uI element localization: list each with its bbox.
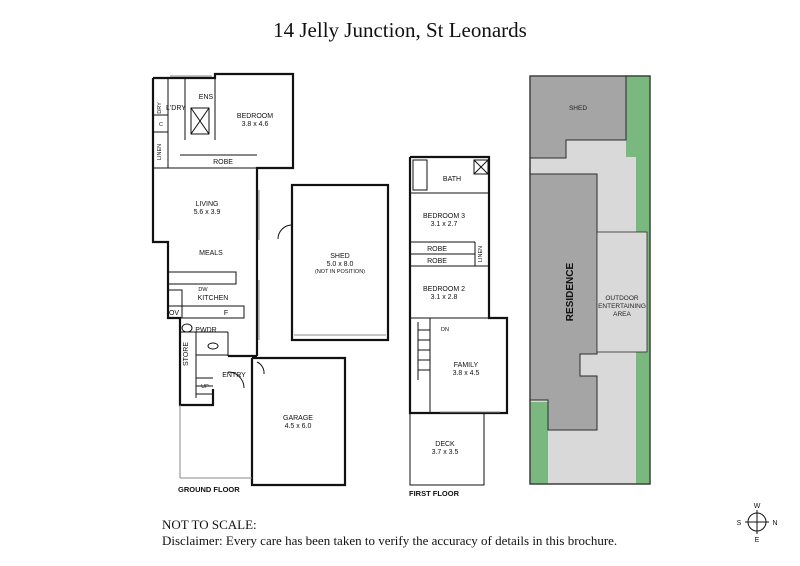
- dishwasher-label: DW: [198, 287, 208, 293]
- shed-name: SHED: [330, 253, 349, 260]
- living-room-size: 5.6 x 3.9: [194, 209, 221, 216]
- outdoor-label-1: OUTDOOR: [605, 295, 639, 302]
- room-dry-label: DRY: [157, 102, 163, 114]
- robe-label-2: ROBE: [427, 258, 447, 265]
- bedroom-2-size: 3.1 x 2.8: [431, 294, 458, 301]
- entry-label: ENTRY: [222, 372, 246, 379]
- bedroom-1-name: BEDROOM: [237, 113, 273, 120]
- ground-floor-plan: [151, 72, 390, 487]
- deck-name: DECK: [435, 441, 455, 448]
- bath-label: BATH: [443, 176, 461, 183]
- scale-note: NOT TO SCALE:: [162, 517, 257, 532]
- first-floor-label: FIRST FLOOR: [409, 489, 460, 498]
- ground-floor-label: GROUND FLOOR: [178, 485, 240, 494]
- linen-label: LINEN: [478, 246, 484, 262]
- meals-label: MEALS: [199, 250, 223, 257]
- shed-note: (NOT IN POSITION): [315, 269, 365, 275]
- outdoor-label-3: AREA: [613, 311, 631, 318]
- robe-label-1: ROBE: [427, 246, 447, 253]
- room-laundry-label: L'DRY: [166, 105, 186, 112]
- bedroom-1-size: 3.8 x 4.6: [242, 121, 269, 128]
- robe-label: ROBE: [213, 159, 233, 166]
- living-room-name: LIVING: [196, 201, 219, 208]
- bedroom-2-name: BEDROOM 2: [423, 286, 465, 293]
- family-room-size: 3.8 x 4.5: [453, 370, 480, 377]
- compass: W S N E: [737, 503, 778, 544]
- first-floor-labels: BATH BEDROOM 3 3.1 x 2.7 ROBE ROBE LINEN…: [409, 176, 484, 498]
- room-c-label: C: [159, 122, 163, 128]
- fridge-label: F: [224, 310, 228, 317]
- bedroom-3-size: 3.1 x 2.7: [431, 221, 458, 228]
- bedroom-3-name: BEDROOM 3: [423, 213, 465, 220]
- family-room-name: FAMILY: [454, 362, 479, 369]
- room-linen-label: LINEN: [157, 144, 163, 160]
- compass-north-label: N: [772, 520, 777, 527]
- garage-size: 4.5 x 6.0: [285, 423, 312, 430]
- site-plan: SHED RESIDENCE OUTDOOR ENTERTAINING AREA: [529, 75, 651, 485]
- page-title: 14 Jelly Junction, St Leonards: [273, 18, 527, 42]
- compass-west-label: W: [754, 503, 761, 510]
- stairs-down-label: DN: [441, 327, 449, 333]
- oven-label: OV: [169, 310, 179, 317]
- stairs-up-label: UP: [201, 384, 209, 390]
- room-ensuite-label: ENS: [199, 94, 214, 101]
- ground-floor-labels: DRY C LINEN L'DRY ENS BEDROOM 3.8 x 4.6 …: [157, 94, 365, 494]
- garage-name: GARAGE: [283, 415, 313, 422]
- compass-east-label: E: [755, 537, 760, 544]
- powder-room-label: PWDR: [195, 327, 216, 334]
- outdoor-label-2: ENTERTAINING: [598, 303, 646, 310]
- residence-label: RESIDENCE: [565, 263, 576, 322]
- compass-south-label: S: [737, 520, 742, 527]
- kitchen-label: KITCHEN: [198, 295, 229, 302]
- deck-size: 3.7 x 3.5: [432, 449, 459, 456]
- disclaimer-text: Disclaimer: Every care has been taken to…: [162, 533, 618, 548]
- site-shed-label: SHED: [569, 105, 587, 112]
- first-floor-plan: [408, 155, 509, 486]
- shed-size: 5.0 x 8.0: [327, 261, 354, 268]
- store-label: STORE: [183, 342, 190, 366]
